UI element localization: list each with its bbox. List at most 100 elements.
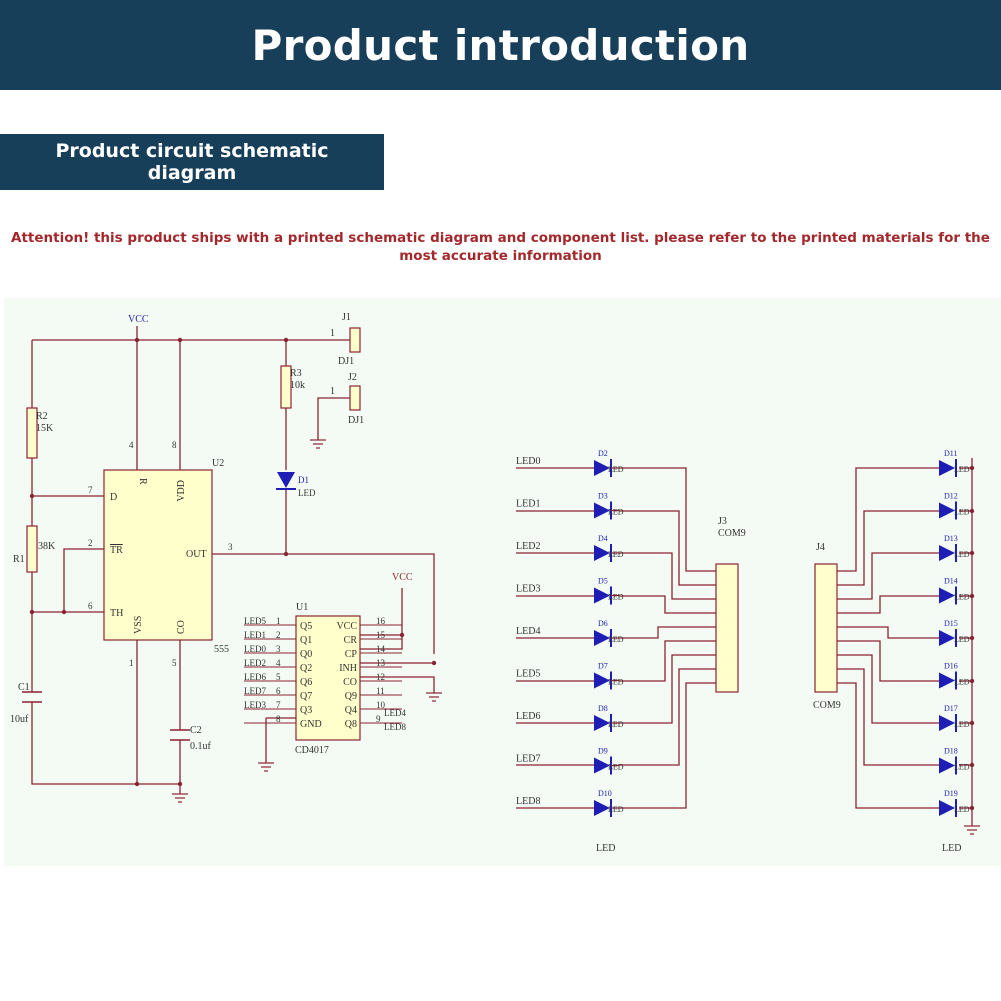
led-ref-left: D7 [598, 662, 608, 671]
attention-notice: Attention! this product ships with a pri… [11, 230, 990, 264]
u1-left-pin-number: 5 [276, 672, 281, 682]
r2-value: 15K [36, 423, 54, 434]
u1-left-pin-number: 3 [276, 644, 281, 654]
u2-pin-co: CO [176, 620, 187, 634]
u2-ref: U2 [212, 458, 224, 469]
j1-value: DJ1 [338, 356, 354, 367]
left-bank-label: LED [596, 843, 615, 854]
u1-left-pin-label: Q0 [300, 649, 312, 660]
led-diode-left [594, 757, 610, 774]
led-value-left: LED [608, 678, 624, 687]
led-value-right: LED [954, 678, 970, 687]
led-ref-right: D17 [944, 704, 958, 713]
u2-pin-vdd: VDD [176, 480, 187, 502]
j3-ref: J3 [718, 516, 727, 527]
ic-u1-cd4017 [295, 615, 361, 741]
vcc-label-right: VCC [392, 572, 413, 583]
u1-right-pin-label: VCC [336, 621, 357, 632]
u1-ref: U1 [296, 602, 308, 613]
r2-ref: R2 [36, 411, 48, 422]
led-value-right: LED [954, 720, 970, 729]
u1-right-pin-label: Q9 [345, 691, 357, 702]
u1-left-pin-number: 4 [276, 658, 281, 668]
led-ref-left: D9 [598, 747, 608, 756]
capacitor-c2 [170, 729, 190, 741]
u2-num-r: 4 [129, 440, 134, 450]
led-value-left: LED [608, 635, 624, 644]
led-ref-right: D16 [944, 662, 958, 671]
c2-ref: C2 [190, 725, 202, 736]
connector-j2 [332, 385, 361, 411]
u1-left-pin-number: 2 [276, 630, 281, 640]
led-ref-left: D2 [598, 449, 608, 458]
led-value-right: LED [954, 635, 970, 644]
u2-pin-th: TH [110, 608, 123, 619]
u1-right-pin-number: 9 [376, 714, 381, 724]
led-net-label: LED6 [516, 711, 540, 722]
u1-right-pin-number: 10 [376, 700, 386, 710]
led-value-right: LED [954, 763, 970, 772]
resistor-r2 [26, 407, 38, 459]
u1-left-pin-label: Q6 [300, 677, 312, 688]
led-value-right: LED [954, 465, 970, 474]
u1-left-net: LED2 [244, 658, 266, 668]
led-diode-right [939, 630, 955, 646]
page-title: Product introduction [251, 20, 750, 70]
u2-num-th: 6 [88, 601, 93, 611]
led-ref-left: D3 [598, 492, 608, 501]
led-diode-left [594, 460, 610, 476]
led-ref-right: D18 [944, 747, 958, 756]
led-net-label: LED0 [516, 456, 540, 467]
u1-left-pin-number: 8 [276, 714, 281, 724]
led-value-left: LED [608, 720, 624, 729]
u1-right-pin-number: 12 [376, 672, 385, 682]
u1-right-pin-label: CP [345, 649, 358, 660]
u1-right-pin-number: 13 [376, 658, 386, 668]
j4-ref: J4 [816, 542, 825, 553]
u1-right-pin-label: INH [339, 663, 357, 674]
u1-left-pin-number: 1 [276, 616, 281, 626]
u1-left-pin-label: Q3 [300, 705, 312, 716]
u2-num-vdd: 8 [172, 440, 177, 450]
led-diode-right [939, 460, 955, 476]
wires [31, 326, 973, 826]
d1-ref: D1 [298, 475, 309, 485]
u1-right-pin-label: Q4 [345, 705, 357, 716]
led-diode-right [939, 757, 955, 774]
u1-right-pin-label: Q8 [345, 719, 357, 730]
u1-right-pin-label: CR [344, 635, 358, 646]
header-banner: Product introduction [0, 0, 1001, 90]
led-ref-left: D8 [598, 704, 608, 713]
j2-value: DJ1 [348, 415, 364, 426]
led-diode-left [594, 672, 610, 689]
led-diode-right [939, 502, 955, 519]
u1-right-net: LED4 [384, 708, 406, 718]
u2-num-vss: 1 [129, 658, 134, 668]
right-bank-label: LED [942, 843, 961, 854]
led-diode-right [939, 587, 955, 604]
led-ref-right: D12 [944, 492, 958, 501]
led-ref-left: D5 [598, 577, 608, 586]
led-diode-left [594, 587, 610, 604]
u1-left-net: LED0 [244, 644, 266, 654]
led-net-label: LED5 [516, 669, 540, 680]
u1-left-pin-number: 7 [276, 700, 281, 710]
u1-left-net: LED1 [244, 630, 266, 640]
section-title-tag: Product circuit schematic diagram [0, 134, 384, 190]
connector-j1 [332, 327, 361, 353]
u2-pin-vss: VSS [133, 616, 144, 634]
section-title: Product circuit schematic diagram [55, 140, 329, 184]
header-j4 [814, 563, 838, 693]
j1-pin: 1 [330, 328, 335, 339]
led-net-label: LED8 [516, 796, 540, 807]
u2-num-co: 5 [172, 658, 177, 668]
u1-right-pin-label: CO [343, 677, 357, 688]
u1-right-pin-number: 14 [376, 644, 386, 654]
u1-left-pin-number: 6 [276, 686, 281, 696]
led-diode-left [594, 800, 610, 816]
u2-pin-r: R [137, 478, 148, 485]
led-diode-right [939, 800, 955, 816]
c2-value: 0.1uf [190, 741, 212, 752]
capacitor-c1 [22, 691, 42, 703]
u1-left-pin-label: Q1 [300, 635, 312, 646]
